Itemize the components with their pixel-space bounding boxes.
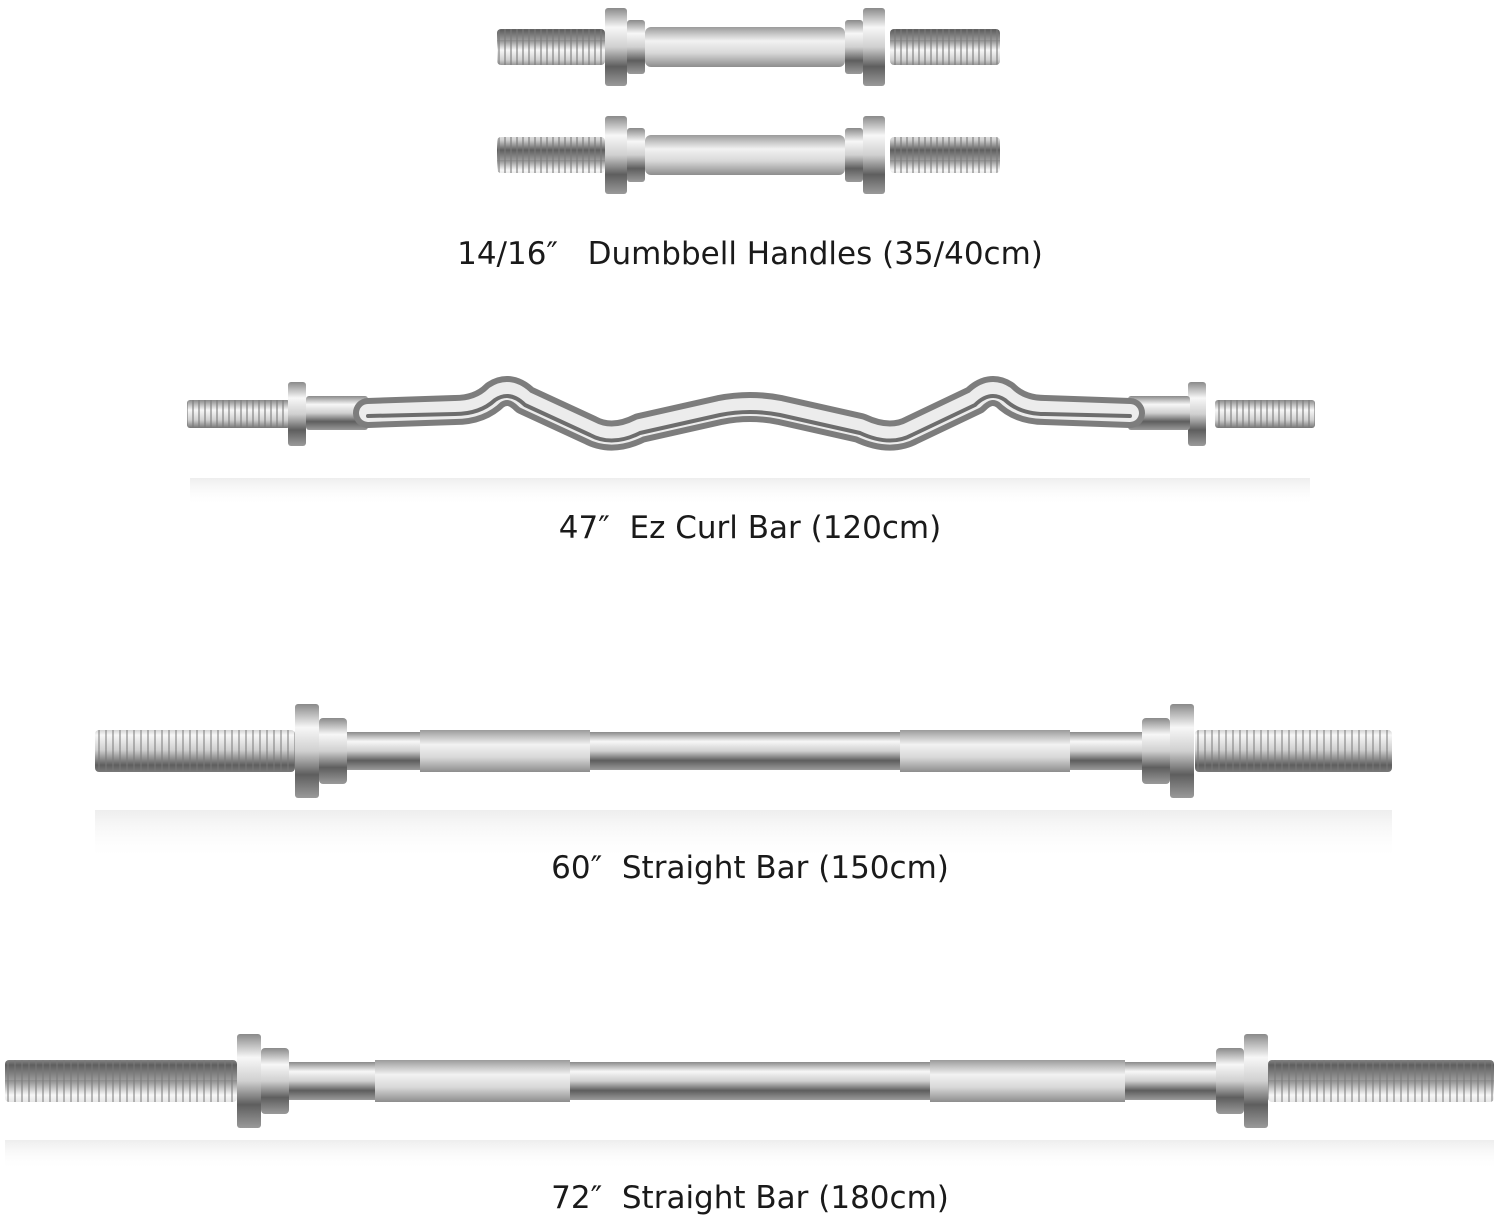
dumbbell-handles-label: 14/16″ Dumbbell Handles (35/40cm) [457, 236, 1043, 272]
straight-bar-72 [5, 1034, 1494, 1170]
dumbbell-handle-top [497, 8, 1000, 86]
ez-curl-bar [187, 376, 1315, 506]
dumbbell-handle-bottom [497, 116, 1000, 194]
ez-curl-bar-label: 47″ Ez Curl Bar (120cm) [558, 510, 942, 546]
straight-bar-72-label: 72″ Straight Bar (180cm) [551, 1180, 949, 1216]
straight-bar-60 [95, 704, 1392, 860]
straight-bar-60-label: 60″ Straight Bar (150cm) [551, 850, 949, 886]
